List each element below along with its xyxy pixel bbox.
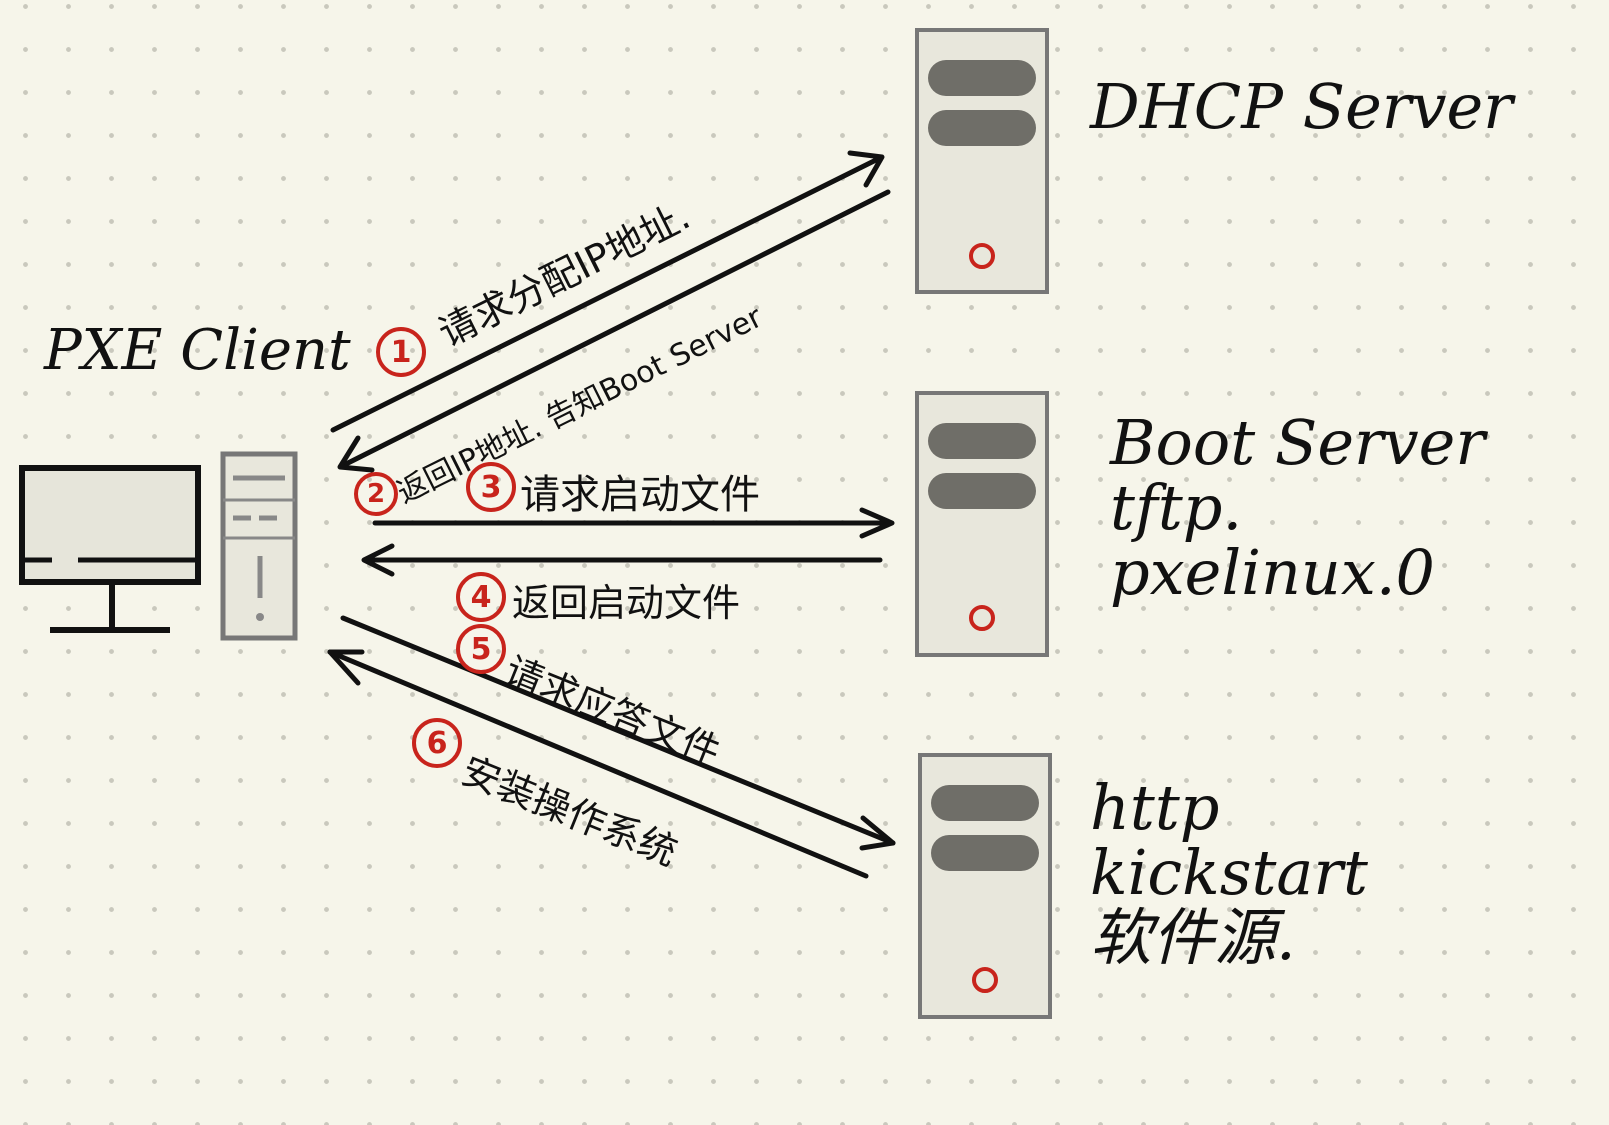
http-server-line: 软件源. [1090, 901, 1296, 975]
http-server-label: http kickstart 软件源. [1090, 775, 1368, 970]
http-server-line: http [1090, 771, 1220, 844]
http-server-icon [918, 753, 1052, 1019]
dhcp-server-icon [915, 28, 1049, 294]
arrow-return-ip [337, 189, 891, 473]
http-server-line: kickstart [1090, 836, 1368, 910]
step-number-badge: 1 [376, 327, 426, 377]
step-label: 返回启动文件 [512, 581, 741, 625]
arrow-request-ip [330, 150, 885, 433]
boot-server-line: Boot Server [1110, 406, 1485, 479]
arrow-return-boot-file [361, 543, 883, 577]
arrow-request-boot-file [372, 507, 895, 539]
step-number-badge: 2 [354, 472, 398, 516]
boot-server-icon [915, 391, 1049, 657]
step-label: 请求启动文件 [520, 472, 760, 518]
step-number-badge: 4 [456, 572, 506, 622]
client-monitor-icon [19, 465, 201, 633]
dhcp-server-label: DHCP Server [1090, 70, 1513, 143]
boot-server-line: tftp. [1110, 471, 1243, 545]
arrow-install-os [327, 649, 869, 879]
step-number-badge: 6 [412, 718, 462, 768]
arrow-request-kickstart [340, 615, 896, 851]
step-number-badge: 5 [456, 624, 506, 674]
step-number-badge: 3 [466, 462, 516, 512]
client-label: PXE Client [44, 318, 351, 383]
boot-server-line: pxelinux.0 [1110, 536, 1435, 610]
client-tower-icon [220, 451, 298, 641]
boot-server-label: Boot Server tftp. pxelinux.0 [1110, 410, 1485, 605]
